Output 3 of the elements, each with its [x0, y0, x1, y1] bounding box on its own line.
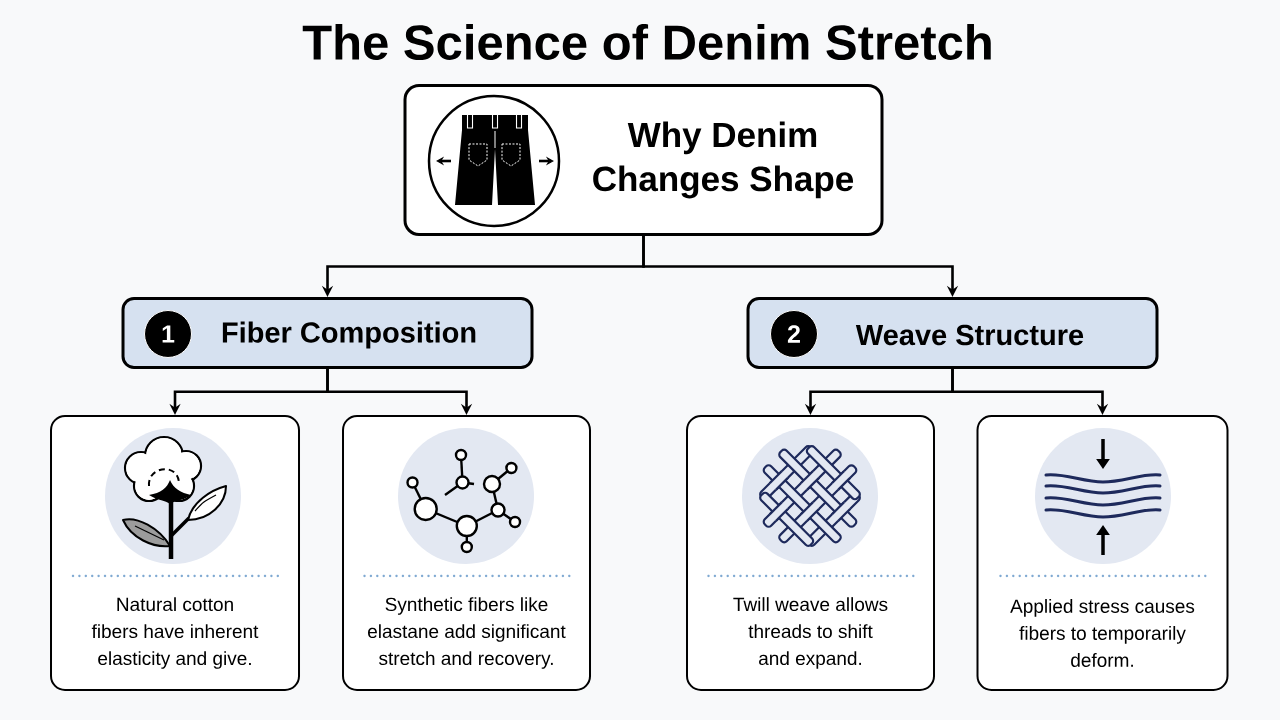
number-badge: 1 — [144, 310, 192, 358]
number-badge: 2 — [770, 310, 818, 358]
title: The Science of Denim Stretch — [302, 24, 991, 60]
